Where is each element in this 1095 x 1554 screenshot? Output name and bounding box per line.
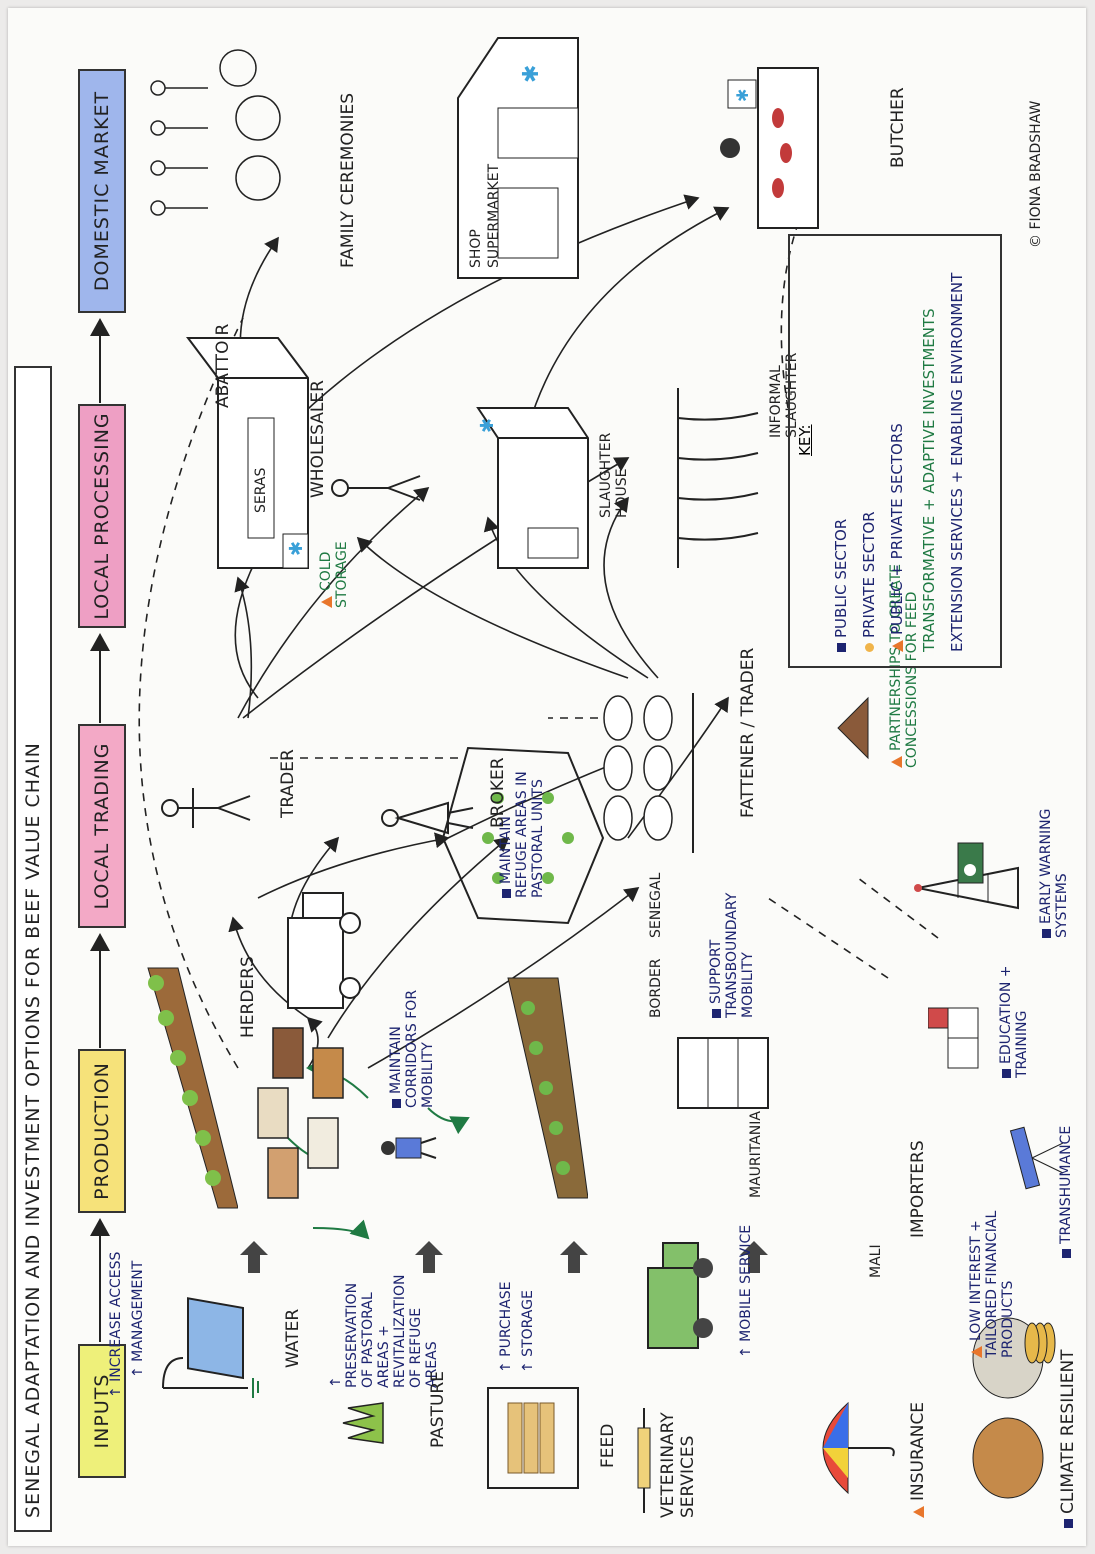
herder-figure-icon: [381, 1137, 437, 1159]
ceremonies-label: FAMILY CEREMONIES: [338, 92, 358, 268]
svg-text:✱: ✱: [733, 89, 752, 102]
water-note-access: ↑ INCREASE ACCESS: [108, 1251, 124, 1398]
corridors-note: MAINTAIN CORRIDORS FOR MOBILITY: [388, 948, 436, 1108]
climate-label: CLIMATE RESILIENT: [1058, 1349, 1078, 1528]
coins-icon: [1024, 1322, 1056, 1364]
finance-note: LOW INTEREST + TAILORED FINANCIAL PRODUC…: [968, 1208, 1016, 1358]
insurance-text: INSURANCE: [908, 1401, 928, 1501]
feed-storage-icon: [487, 1387, 579, 1489]
credit: © FIONA BRADSHAW: [1028, 100, 1044, 248]
key-title: KEY:: [796, 424, 814, 456]
supermarket-label: SUPERMARKET: [486, 163, 502, 268]
key-box: KEY: PUBLIC SECTOR PRIVATE SECTOR PUBLIC…: [788, 234, 1002, 668]
fattener-label: FATTENER / TRADER: [738, 647, 758, 818]
water-pump-icon: [162, 1297, 259, 1398]
mauritania-sign: MAURITANIA: [748, 1111, 764, 1198]
family-ceremony-icon: [150, 49, 281, 216]
transhumance-note: TRANSHUMANCE: [1058, 1126, 1074, 1258]
insurance-label: INSURANCE: [908, 1402, 928, 1518]
books-icon: [928, 1007, 979, 1069]
feed-trough-icon: [837, 696, 869, 760]
cold-storage-note: COLD STORAGE: [318, 508, 350, 608]
key-extension: EXTENSION SERVICES + ENABLING ENVIRONMEN…: [948, 272, 966, 652]
early-warning-note: EARLY WARNING SYSTEMS: [1038, 778, 1070, 938]
crop-field-icon: [147, 967, 238, 1209]
svg-text:✱: ✱: [519, 65, 544, 83]
wholesaler-figure-icon: [331, 475, 421, 501]
pasture-note: ↑ PRESERVATION OF PASTORAL AREAS + REVIT…: [328, 1274, 440, 1388]
key-public: PUBLIC SECTOR: [832, 519, 850, 652]
education-note: EDUCATION + TRAINING: [998, 958, 1030, 1078]
water-label: WATER: [283, 1308, 303, 1368]
trader-figure-icon: [161, 788, 251, 828]
key-transformative: TRANSFORMATIVE + ADAPTIVE INVESTMENTS: [920, 308, 938, 652]
abattoir-building-icon: ✱: [186, 337, 309, 569]
diagram-canvas: SENEGAL ADAPTATION AND INVESTMENT OPTION…: [8, 8, 1078, 1538]
cattle-heads-icon: [972, 1317, 1044, 1499]
border-label: BORDER: [648, 958, 664, 1018]
umbrella-icon: [822, 1401, 895, 1495]
herders-label: HERDERS: [238, 956, 258, 1038]
early-warning-text: EARLY WARNING SYSTEMS: [1038, 808, 1070, 938]
market-stall-icon: [677, 1037, 769, 1109]
key-private-text: PRIVATE SECTOR: [860, 511, 878, 638]
key-public-private-text: PUBLIC + PRIVATE SECTORS: [888, 423, 906, 635]
trader-label: TRADER: [278, 749, 298, 818]
syringe-icon: [637, 1408, 651, 1513]
telescope-icon: [1009, 1126, 1064, 1190]
vet-label: VETERINARY SERVICES: [658, 1412, 698, 1518]
senegal-sign: SENEGAL: [648, 872, 664, 938]
climate-text: CLIMATE RESILIENT: [1058, 1349, 1078, 1514]
svg-text:✱: ✱: [477, 418, 498, 433]
feed-note-storage: ↑ STORAGE: [520, 1290, 536, 1373]
refuge-area-icon: [441, 746, 605, 925]
slaughter-house-icon: ✱: [476, 407, 589, 569]
transboundary-note: SUPPORT TRANSBOUNDARY MOBILITY: [708, 838, 756, 1018]
butcher-stall-icon: ✱: [720, 67, 819, 229]
mali-sign: MALI: [868, 1244, 884, 1278]
importers-label: IMPORTERS: [908, 1140, 928, 1238]
education-text: EDUCATION + TRAINING: [998, 965, 1030, 1079]
key-private: PRIVATE SECTOR: [860, 511, 878, 652]
refuge-field-icon: [507, 977, 588, 1199]
transboundary-text: SUPPORT TRANSBOUNDARY MOBILITY: [708, 892, 756, 1018]
key-public-text: PUBLIC SECTOR: [832, 518, 850, 638]
livestock-truck-icon: [287, 892, 361, 1009]
flow-arrows: [90, 194, 939, 1342]
pasture-label: PASTURE: [428, 1371, 448, 1448]
radio-icon: [957, 842, 984, 884]
feed-label: FEED: [598, 1423, 618, 1468]
butcher-label: BUTCHER: [888, 87, 908, 168]
transhumance-text: TRANSHUMANCE: [1058, 1125, 1074, 1244]
abattoir-sign: SERAS: [253, 467, 269, 513]
feed-note-purchase: ↑ PURCHASE: [498, 1281, 514, 1373]
grass-icon: [342, 1402, 384, 1444]
abattoir-label: ABATTOIR: [213, 323, 233, 408]
slaughter-house-label: SLAUGHTER HOUSE: [598, 432, 630, 518]
informal-slaughter-icon: [677, 388, 759, 568]
corridors-text: MAINTAIN CORRIDORS FOR MOBILITY: [388, 989, 436, 1108]
broker-figure-icon: [381, 801, 474, 835]
shop-label: SHOP: [468, 229, 484, 268]
mobile-vet-truck-icon: [647, 1242, 713, 1349]
broker-label: BROKER: [488, 757, 508, 828]
herd-cattle-icon: [257, 1027, 344, 1199]
wholesaler-label: WHOLESALER: [308, 380, 328, 498]
svg-text:✱: ✱: [286, 541, 307, 556]
key-public-private: PUBLIC + PRIVATE SECTORS: [888, 423, 906, 652]
fattening-pen-icon: [603, 693, 694, 853]
paper: SENEGAL ADAPTATION AND INVESTMENT OPTION…: [8, 8, 1086, 1546]
finance-text: LOW INTEREST + TAILORED FINANCIAL PRODUC…: [968, 1210, 1016, 1358]
vet-note: ↑ MOBILE SERVICE: [738, 1224, 754, 1358]
supermarket-building-icon: ✱: [457, 37, 579, 279]
